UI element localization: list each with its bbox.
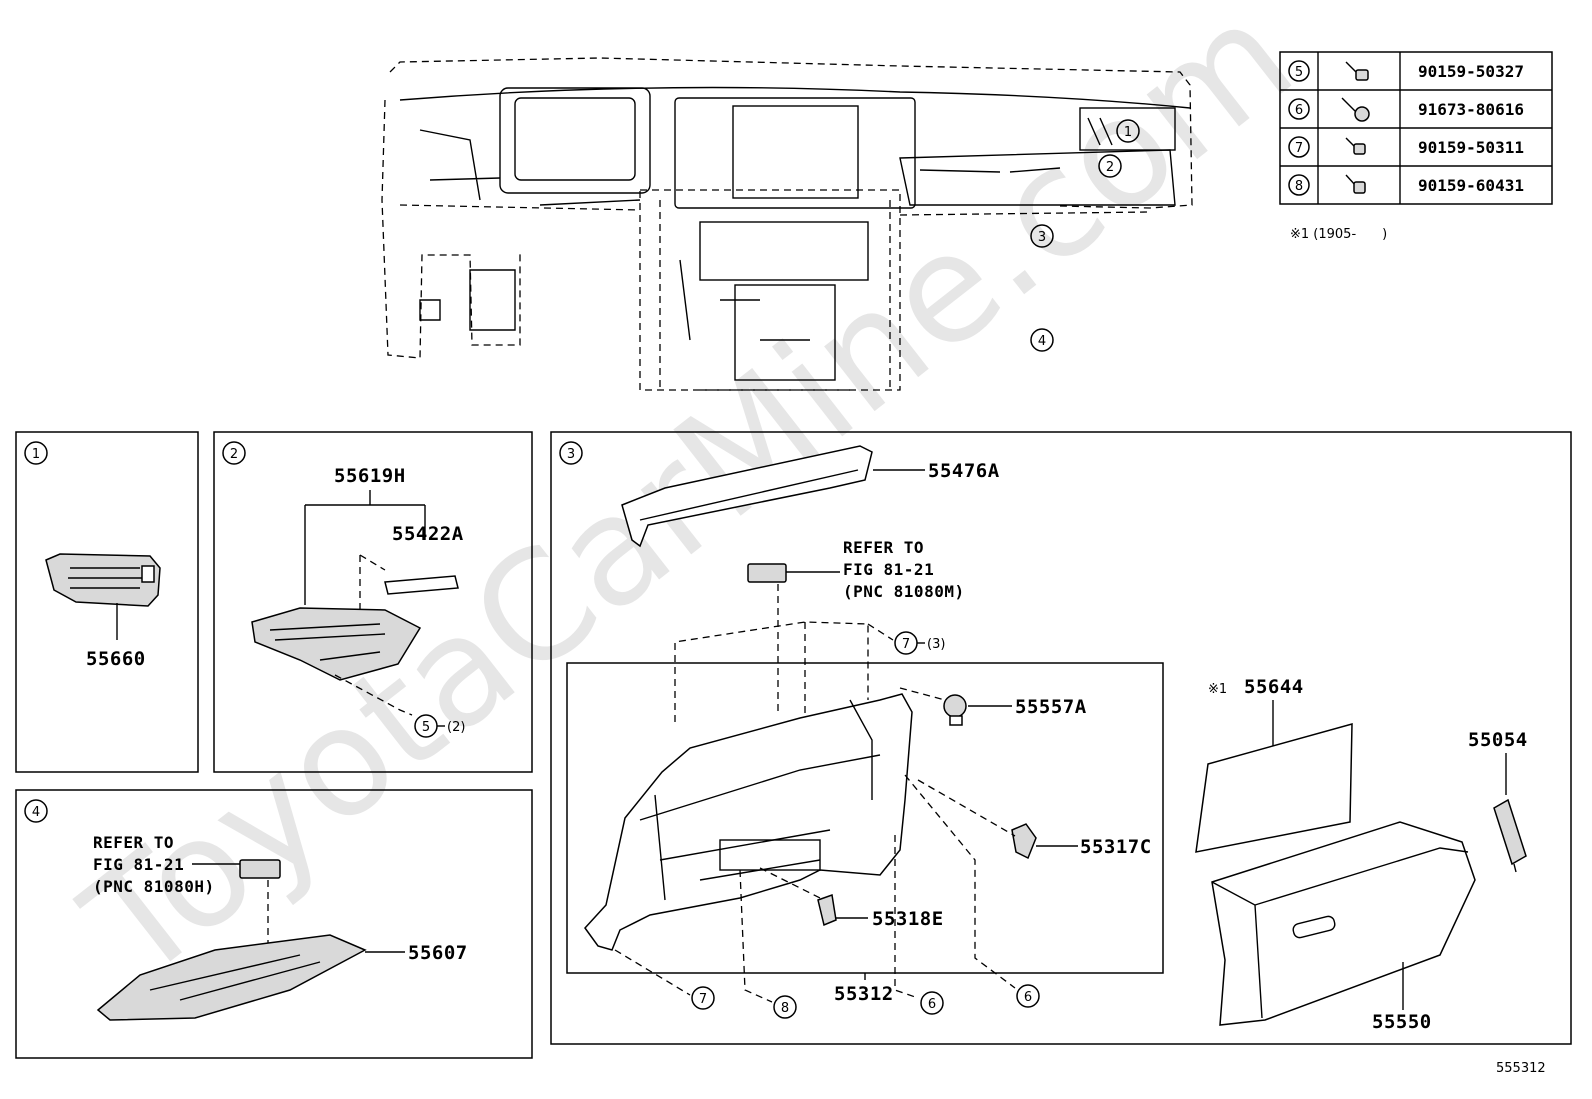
svg-text:91673-80616: 91673-80616 bbox=[1418, 100, 1524, 119]
label-55318E: 55318E bbox=[872, 908, 944, 930]
svg-text:90159-60431: 90159-60431 bbox=[1418, 176, 1524, 195]
label-55660: 55660 bbox=[86, 648, 146, 670]
overview-callout-1: 1 bbox=[1116, 119, 1140, 143]
svg-text:(PNC 81080M): (PNC 81080M) bbox=[843, 582, 965, 601]
svg-text:FIG 81-21: FIG 81-21 bbox=[843, 560, 934, 579]
svg-text:2: 2 bbox=[1106, 160, 1114, 175]
svg-text:7: 7 bbox=[1295, 141, 1303, 156]
damper-part bbox=[1493, 798, 1527, 873]
label-55619H: 55619H bbox=[334, 465, 406, 487]
svg-text:5: 5 bbox=[1295, 65, 1303, 80]
svg-text:90159-50311: 90159-50311 bbox=[1418, 138, 1524, 157]
air-vent-part bbox=[45, 553, 161, 607]
stopper-part bbox=[943, 694, 967, 726]
svg-text:3: 3 bbox=[1038, 230, 1046, 245]
switch-part-m bbox=[747, 563, 787, 583]
fastener-row-8: 8 90159-60431 bbox=[1288, 174, 1524, 196]
instrument-panel-overview: 1 2 3 4 bbox=[381, 57, 1193, 391]
lower-panel-part bbox=[584, 693, 913, 951]
overview-callout-2: 2 bbox=[1098, 154, 1122, 178]
switch-part bbox=[239, 859, 281, 879]
fastener-row-6: 6 91673-80616 bbox=[1288, 97, 1524, 122]
label-55422A: 55422A bbox=[392, 523, 464, 545]
svg-text:7: 7 bbox=[699, 992, 707, 1007]
table-note: ※1 (1905- ) bbox=[1290, 227, 1387, 242]
svg-text:3: 3 bbox=[567, 447, 575, 462]
svg-text:(3): (3) bbox=[927, 637, 945, 652]
bracket-e-part bbox=[817, 893, 837, 927]
pad-part bbox=[384, 575, 459, 595]
svg-text:※1: ※1 bbox=[1208, 682, 1227, 697]
svg-text:8: 8 bbox=[1295, 179, 1303, 194]
svg-text:(2): (2) bbox=[447, 720, 465, 735]
label-55550: 55550 bbox=[1372, 1011, 1432, 1033]
svg-text:1: 1 bbox=[32, 447, 40, 462]
bolt-icon bbox=[1345, 174, 1366, 194]
detail-panel-1: 1 55660 bbox=[15, 431, 199, 773]
svg-text:6: 6 bbox=[1024, 990, 1032, 1005]
svg-text:REFER TO: REFER TO bbox=[93, 833, 174, 852]
fastener-row-7: 7 90159-50311 bbox=[1288, 136, 1524, 158]
garnish-part bbox=[621, 445, 873, 548]
svg-text:5: 5 bbox=[422, 720, 430, 735]
detail-panel-3: 3 55476A REFER TO FIG 81-21 (PNC 81080M)… bbox=[550, 431, 1572, 1045]
figure-id: 555312 bbox=[1496, 1061, 1546, 1076]
label-55312: 55312 bbox=[834, 983, 894, 1005]
bolt-washer-icon bbox=[1341, 97, 1370, 122]
svg-text:6: 6 bbox=[928, 997, 936, 1012]
label-55557A: 55557A bbox=[1015, 696, 1087, 718]
svg-text:(PNC 81080H): (PNC 81080H) bbox=[93, 877, 215, 896]
detail-panel-4: 4 REFER TO FIG 81-21 (PNC 81080H) 55607 bbox=[15, 789, 533, 1059]
svg-text:90159-50327: 90159-50327 bbox=[1418, 62, 1524, 81]
overview-callout-3: 3 bbox=[1030, 224, 1054, 248]
label-55607: 55607 bbox=[408, 942, 468, 964]
overview-callout-4: 4 bbox=[1030, 328, 1054, 352]
svg-text:6: 6 bbox=[1295, 103, 1303, 118]
bolt-icon bbox=[1345, 61, 1369, 81]
liner-part bbox=[1195, 723, 1353, 853]
fastener-table: 5 90159-50327 6 91673-80616 7 90159-5031… bbox=[1279, 51, 1553, 242]
svg-text:FIG 81-21: FIG 81-21 bbox=[93, 855, 184, 874]
storage-box-part bbox=[251, 607, 422, 681]
bolt-icon bbox=[1345, 137, 1366, 155]
svg-text:8: 8 bbox=[781, 1001, 789, 1016]
detail-panel-2: 2 55619H 55422A 5 (2) bbox=[213, 431, 533, 773]
svg-text:REFER TO: REFER TO bbox=[843, 538, 924, 557]
svg-text:7: 7 bbox=[902, 637, 910, 652]
label-55476A: 55476A bbox=[928, 460, 1000, 482]
glovebox-part bbox=[1211, 821, 1476, 1026]
label-55317C: 55317C bbox=[1080, 836, 1152, 858]
svg-text:4: 4 bbox=[1038, 334, 1046, 349]
fastener-row-5: 5 90159-50327 bbox=[1288, 60, 1524, 82]
svg-text:4: 4 bbox=[32, 805, 40, 820]
label-55644: 55644 bbox=[1244, 676, 1304, 698]
tray-part bbox=[96, 934, 367, 1021]
label-55054: 55054 bbox=[1468, 729, 1528, 751]
bracket-c-part bbox=[1011, 823, 1037, 860]
svg-text:1: 1 bbox=[1124, 125, 1132, 140]
svg-text:2: 2 bbox=[230, 447, 238, 462]
